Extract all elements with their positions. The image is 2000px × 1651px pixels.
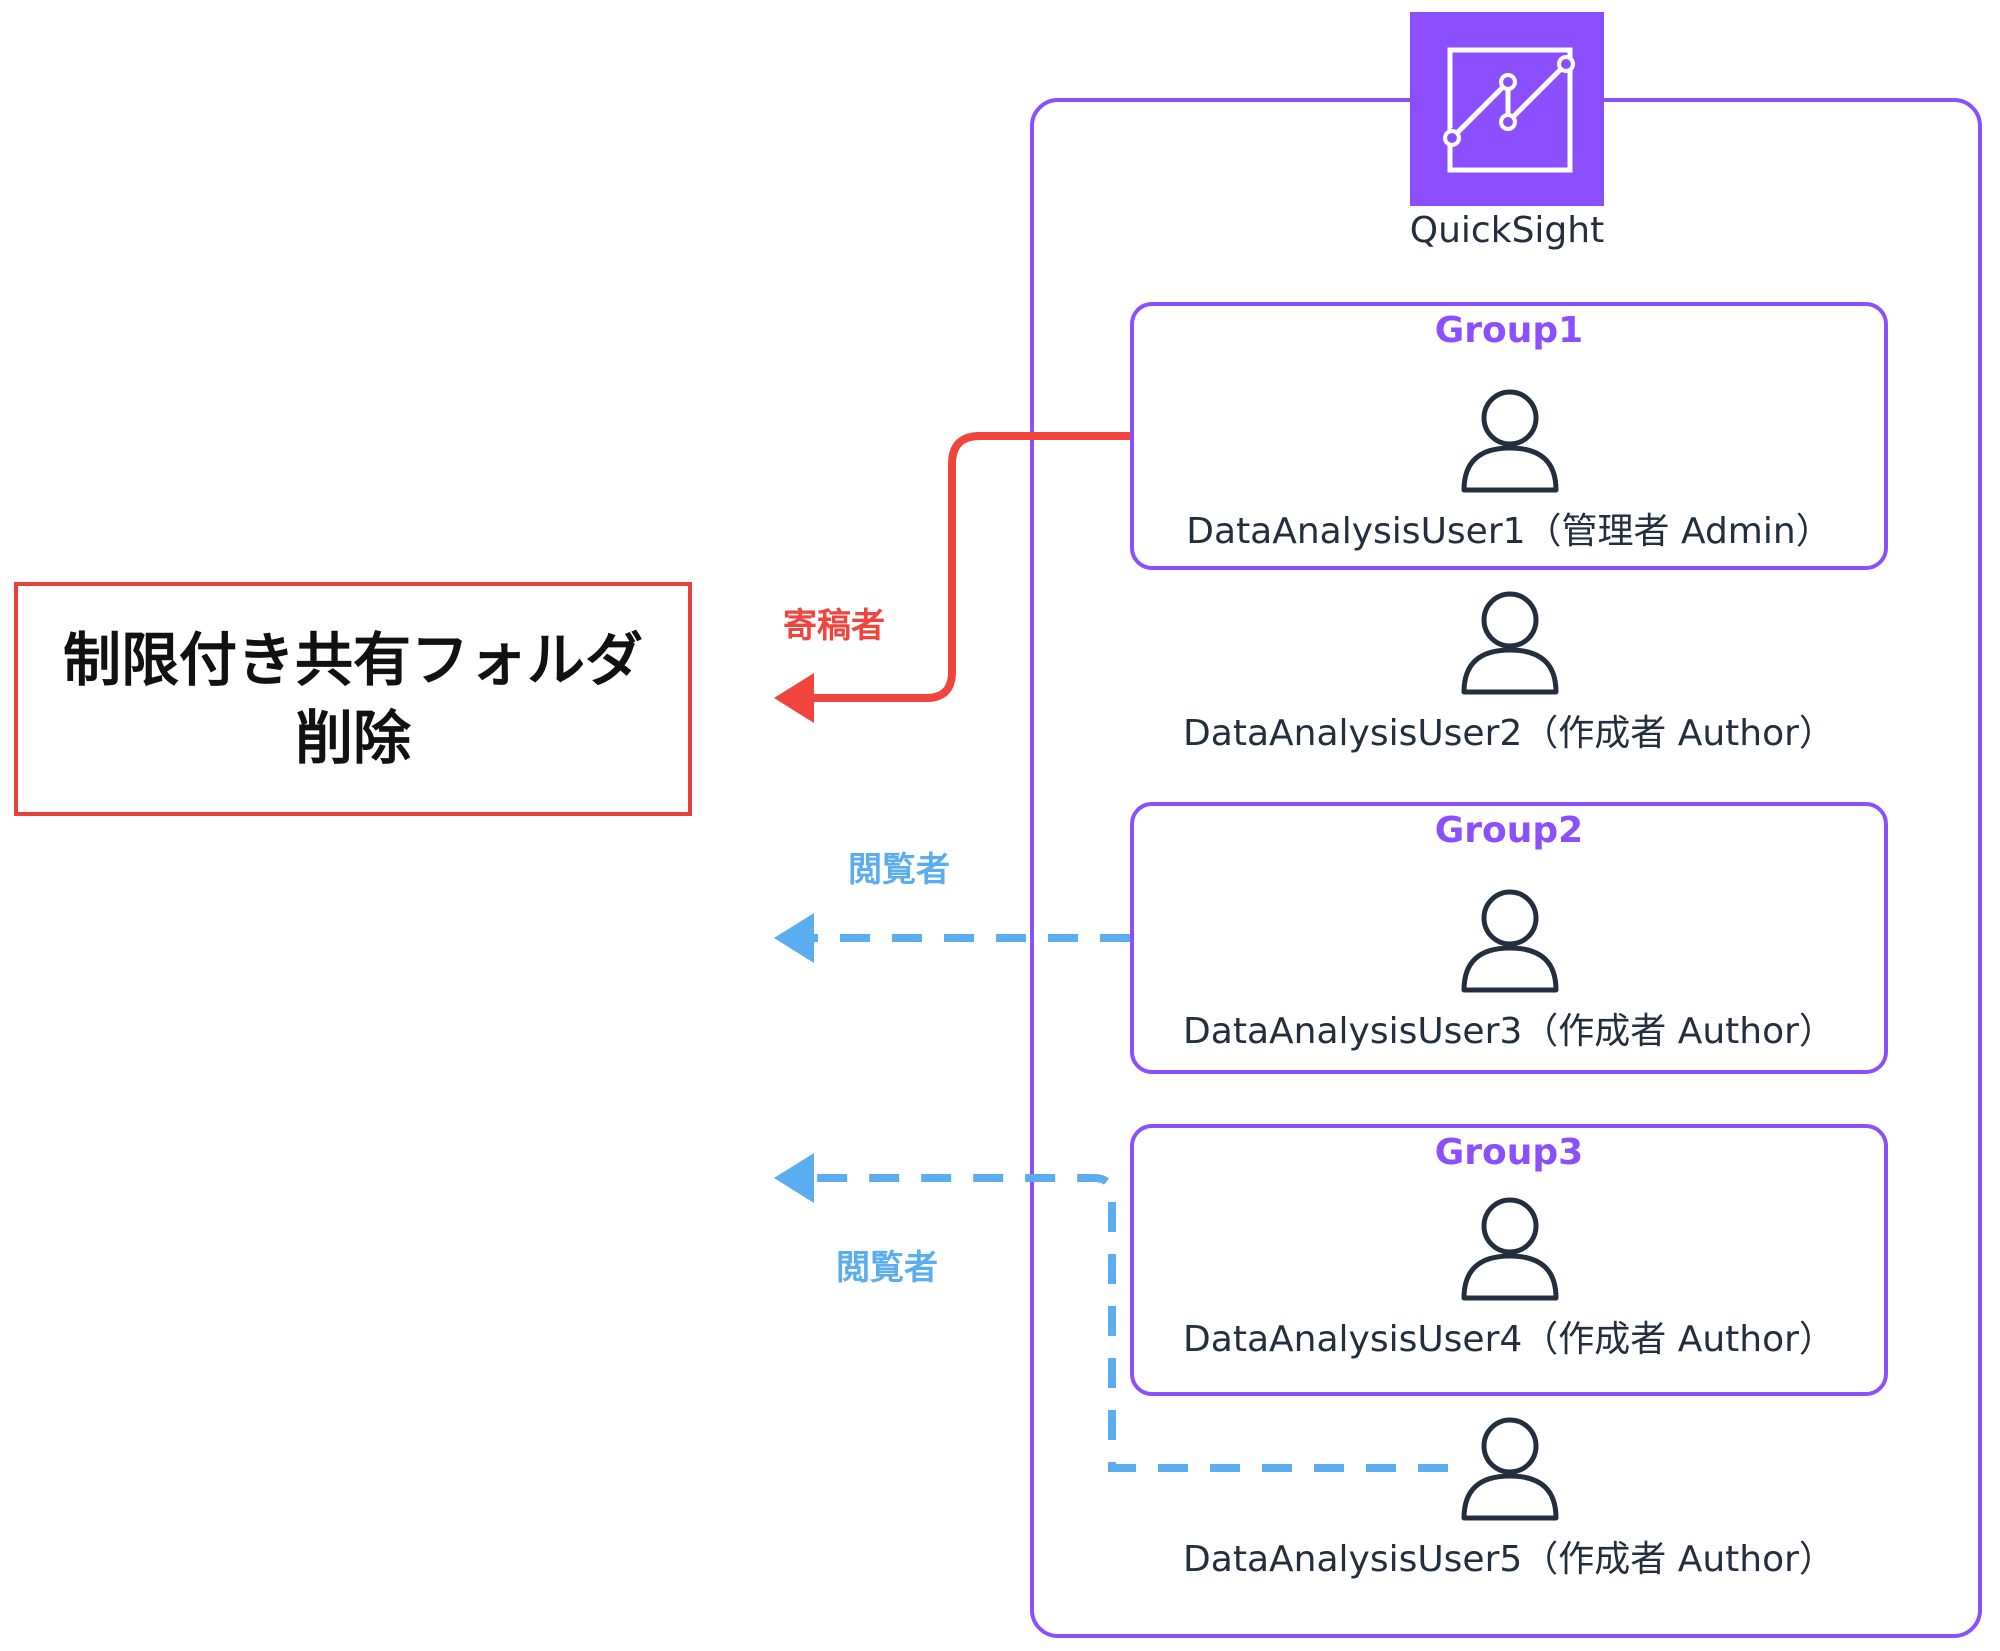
viewer-role-label-group3: 閲覧者 [836,1248,938,1288]
contributor-role-label: 寄稿者 [783,606,885,646]
contributor-connector [810,432,1130,702]
user1-label: DataAnalysisUser1（管理者 Admin） [1186,511,1832,552]
user-icon [1461,389,1559,493]
quicksight-icon [1410,12,1604,206]
user-icon [1461,1197,1559,1301]
restricted-folder-box: 制限付き共有フォルダ 削除 [14,582,692,816]
group3-title: Group3 [1434,1132,1584,1173]
group1-box [1130,302,1888,570]
user5-label: DataAnalysisUser5（作成者 Author） [1183,1539,1835,1580]
viewer-arrowhead-group3 [774,1153,814,1203]
group1-title: Group1 [1434,310,1584,351]
viewer-arrowhead-group2 [774,913,814,963]
user4-label: DataAnalysisUser4（作成者 Author） [1183,1319,1835,1360]
target-title: 制限付き共有フォルダ [62,625,643,694]
group3-box [1130,1124,1888,1396]
user-icon [1461,1417,1559,1521]
user-icon [1461,591,1559,695]
viewer-role-label-group2: 閲覧者 [848,850,950,890]
user-icon [1461,889,1559,993]
group2-title: Group2 [1434,810,1584,851]
target-action: 削除 [294,704,411,772]
viewer-connector-group3 [810,1174,1448,1472]
group2-box [1130,802,1888,1074]
quicksight-label: QuickSight [1409,210,1605,251]
user3-label: DataAnalysisUser3（作成者 Author） [1183,1011,1835,1052]
user2-label: DataAnalysisUser2（作成者 Author） [1183,713,1835,754]
contributor-arrowhead [774,673,814,723]
